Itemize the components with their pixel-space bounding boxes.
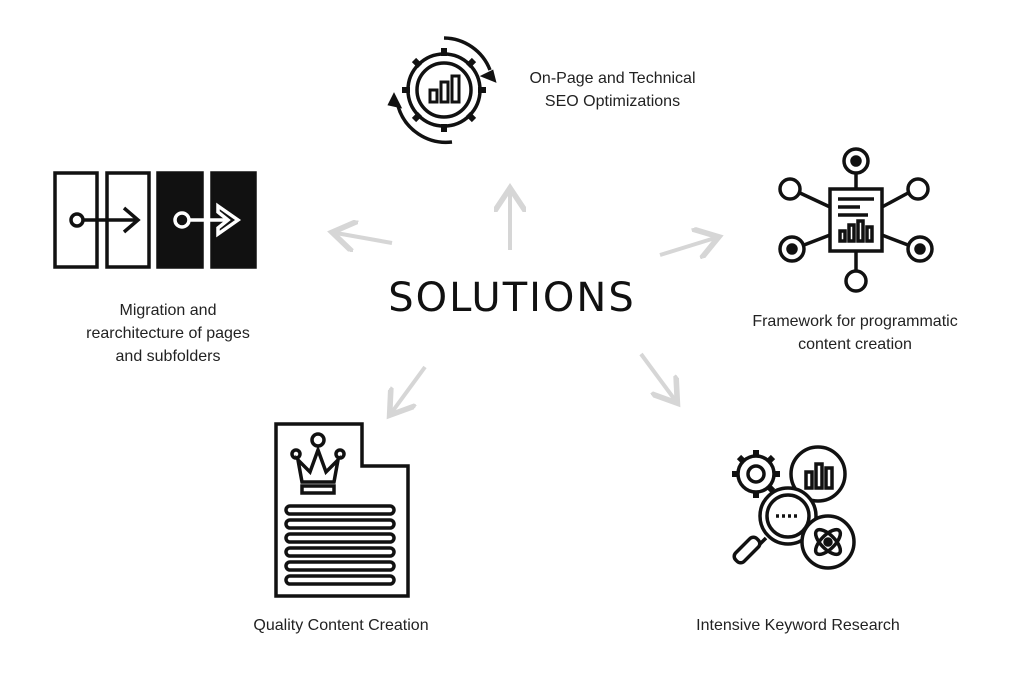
arrow-to-content — [392, 365, 427, 412]
document-crown-icon — [274, 422, 410, 598]
keyword-label: Intensive Keyword Research — [678, 614, 918, 637]
seo-label: On-Page and Technical SEO Optimizations — [505, 67, 720, 113]
arrow-to-keyword — [639, 352, 675, 400]
migration-label-line-1: Migration and — [119, 302, 217, 319]
migration-label-line-2: rearchitecture of pages — [86, 325, 250, 342]
center-title: SOLUTIONS — [388, 275, 636, 321]
arrow-to-framework — [659, 238, 715, 255]
seo-label-line-2: SEO Optimizations — [544, 93, 681, 110]
magnifier-research-icon — [732, 445, 856, 570]
gear-chart-icon — [387, 36, 497, 145]
framework-label-line-1: Framework for programmatic — [752, 313, 958, 330]
framework-label-line-2: content creation — [798, 336, 912, 353]
arrow-to-migration — [336, 233, 393, 243]
content-label: Quality Content Creation — [231, 614, 451, 637]
content-label-line-1: Quality Content Creation — [253, 617, 429, 634]
keyword-label-line-1: Intensive Keyword Research — [696, 617, 900, 634]
migration-label-line-3: and subfolders — [115, 348, 221, 365]
network-document-icon — [778, 147, 934, 293]
seo-label-line-1: On-Page and Technical — [529, 70, 696, 87]
migration-arrows-icon — [53, 171, 257, 269]
migration-label: Migration and rearchitecture of pages an… — [68, 299, 268, 368]
framework-label: Framework for programmatic content creat… — [730, 310, 980, 356]
